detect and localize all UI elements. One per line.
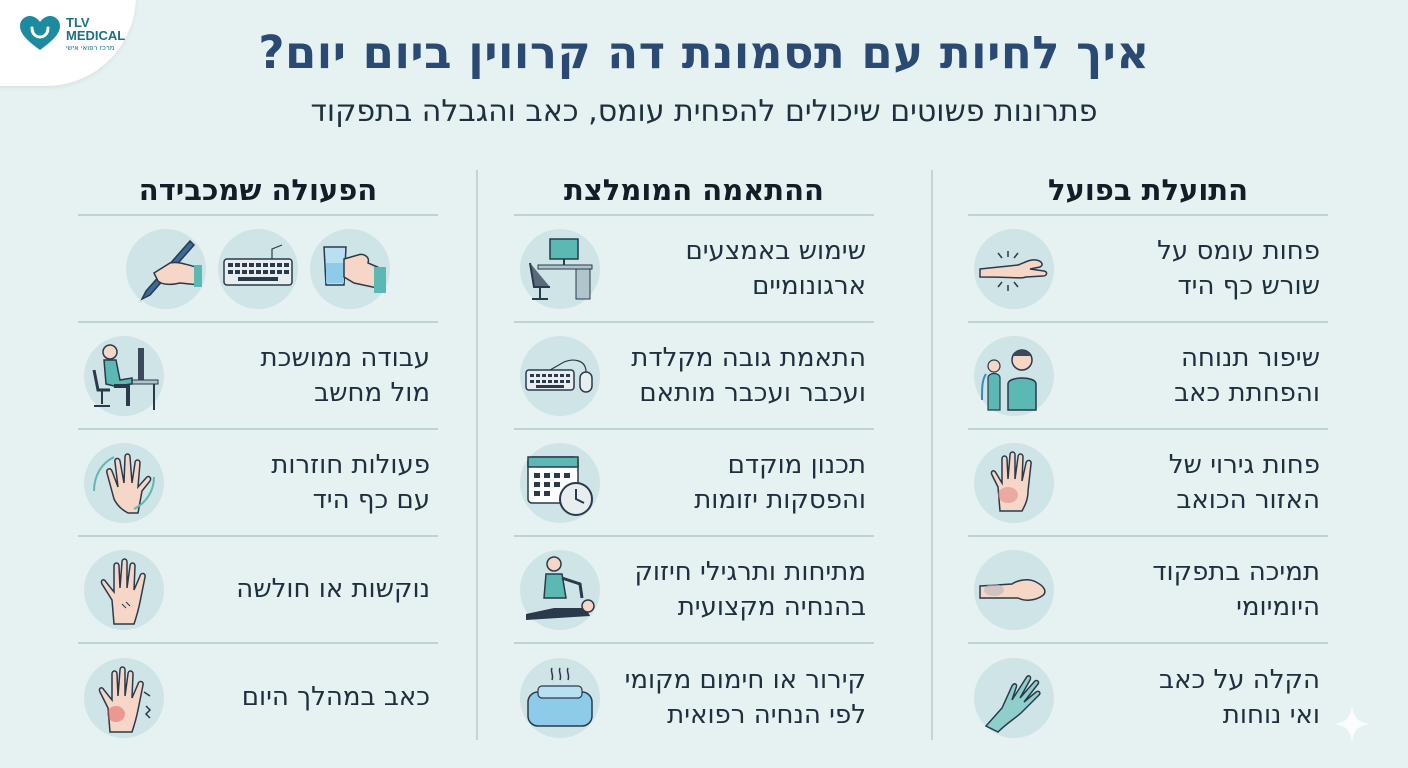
keyboard-mouse-icon <box>520 335 600 416</box>
list-item: קירור או חימום מקומי לפי הנחיה רפואית <box>514 644 874 751</box>
item-line1: עבודה ממושכת <box>260 342 431 373</box>
physiotherapy-icon <box>520 549 600 630</box>
item-line1: תכנון מוקדם <box>727 449 866 480</box>
list-item: עבודה ממושכת מול מחשב <box>78 323 438 430</box>
column-adjustment: ההתאמה המומלצת שימוש באמצעים ארגונומיים ה… <box>514 166 874 751</box>
sparkle-icon <box>1334 706 1370 742</box>
list-item: פחות עומס על שורש כף היד <box>968 216 1328 323</box>
column-benefit: התועלת בפועל פחות עומס על שורש כף היד שיפ… <box>968 166 1328 751</box>
item-line2: והפסקות יזומות <box>694 484 866 515</box>
list-item: פעולות חוזרות עם כף היד <box>78 430 438 537</box>
column-divider <box>931 170 933 740</box>
item-line1: הקלה על כאב <box>1159 664 1320 695</box>
item-line1: פחות עומס על <box>1157 235 1320 266</box>
list-item: פחות גירוי של האזור הכואב <box>968 430 1328 537</box>
page-title: איך לחיות עם תסמונת דה קרווין ביום יום? <box>258 26 1150 79</box>
computer-worker-icon <box>84 335 164 416</box>
calendar-clock-icon <box>520 442 600 523</box>
item-line2: ואי נוחות <box>1222 699 1320 730</box>
item-line1: קירור או חימום מקומי <box>624 664 866 695</box>
list-item: שיפור תנוחה והפחתת כאב <box>968 323 1328 430</box>
writing-pen-icon <box>126 228 206 309</box>
list-item: כאב במהלך היום <box>78 644 438 751</box>
item-line2: לפי הנחיה רפואית <box>667 699 866 730</box>
posture-person-icon <box>974 335 1054 416</box>
item-line1: שימוש באמצעים <box>685 235 866 266</box>
list-item: הקלה על כאב ואי נוחות <box>968 644 1328 751</box>
list-item: נוקשות או חולשה <box>78 537 438 644</box>
heart-logo-icon <box>20 16 60 50</box>
ergonomic-desk-icon <box>520 228 600 309</box>
relaxed-hand-icon <box>974 657 1054 738</box>
keyboard-icon <box>218 228 298 309</box>
item-line2: והפחתת כאב <box>1174 377 1320 408</box>
column-heading: הפעולה שמכבידה <box>78 166 438 216</box>
painful-hand-icon <box>84 657 164 738</box>
logo-line2: MEDICAL <box>66 28 126 43</box>
item-line2: עם כף היד <box>312 484 430 515</box>
item-line1: נוקשות או חולשה <box>236 574 430 604</box>
irritated-hand-icon <box>974 442 1054 523</box>
top-icons-row <box>78 216 438 323</box>
stiff-hand-icon <box>84 549 164 630</box>
heat-pack-icon <box>520 657 600 738</box>
item-line2: ארגונומיים <box>752 270 866 301</box>
item-line1: פעולות חוזרות <box>271 449 430 480</box>
wrist-relief-icon <box>974 228 1054 309</box>
item-line2: האזור הכואב <box>1176 484 1320 515</box>
page-subtitle: פתרונות פשוטים שיכולים להפחית עומס, כאב … <box>310 94 1098 129</box>
repetitive-hand-icon <box>84 442 164 523</box>
holding-cup-icon <box>310 228 390 309</box>
item-line1: מתיחות ותרגילי חיזוק <box>634 556 866 587</box>
item-line2: היומיומי <box>1236 591 1320 622</box>
logo-line1: TLV <box>66 15 90 30</box>
list-item: התאמת גובה מקלדת ועכבר ועכבר מותאם <box>514 323 874 430</box>
column-divider <box>476 170 478 740</box>
item-line1: שיפור תנוחה <box>1180 342 1320 373</box>
item-line2: ועכבר ועכבר מותאם <box>639 377 866 408</box>
item-line2: בהנחיה מקצועית <box>677 591 866 622</box>
list-item: תמיכה בתפקוד היומיומי <box>968 537 1328 644</box>
item-line1: תמיכה בתפקוד <box>1152 556 1320 587</box>
list-item: מתיחות ותרגילי חיזוק בהנחיה מקצועית <box>514 537 874 644</box>
item-line1: התאמת גובה מקלדת <box>631 342 866 373</box>
column-heading: התועלת בפועל <box>968 166 1328 216</box>
item-line1: כאב במהלך היום <box>241 682 430 712</box>
logo: TLV MEDICAL מרכז רפואי אישי <box>20 16 125 52</box>
column-heading: ההתאמה המומלצת <box>514 166 874 216</box>
item-line1: פחות גירוי של <box>1168 449 1320 480</box>
list-item: תכנון מוקדם והפסקות יזומות <box>514 430 874 537</box>
supported-hand-icon <box>974 549 1054 630</box>
logo-tagline: מרכז רפואי אישי <box>66 44 115 52</box>
item-line2: שורש כף היד <box>1177 270 1320 301</box>
list-item: שימוש באמצעים ארגונומיים <box>514 216 874 323</box>
item-line2: מול מחשב <box>314 377 430 408</box>
column-burden: הפעולה שמכבידה עבודה ממושכת מול מחשב פעול… <box>78 166 438 751</box>
